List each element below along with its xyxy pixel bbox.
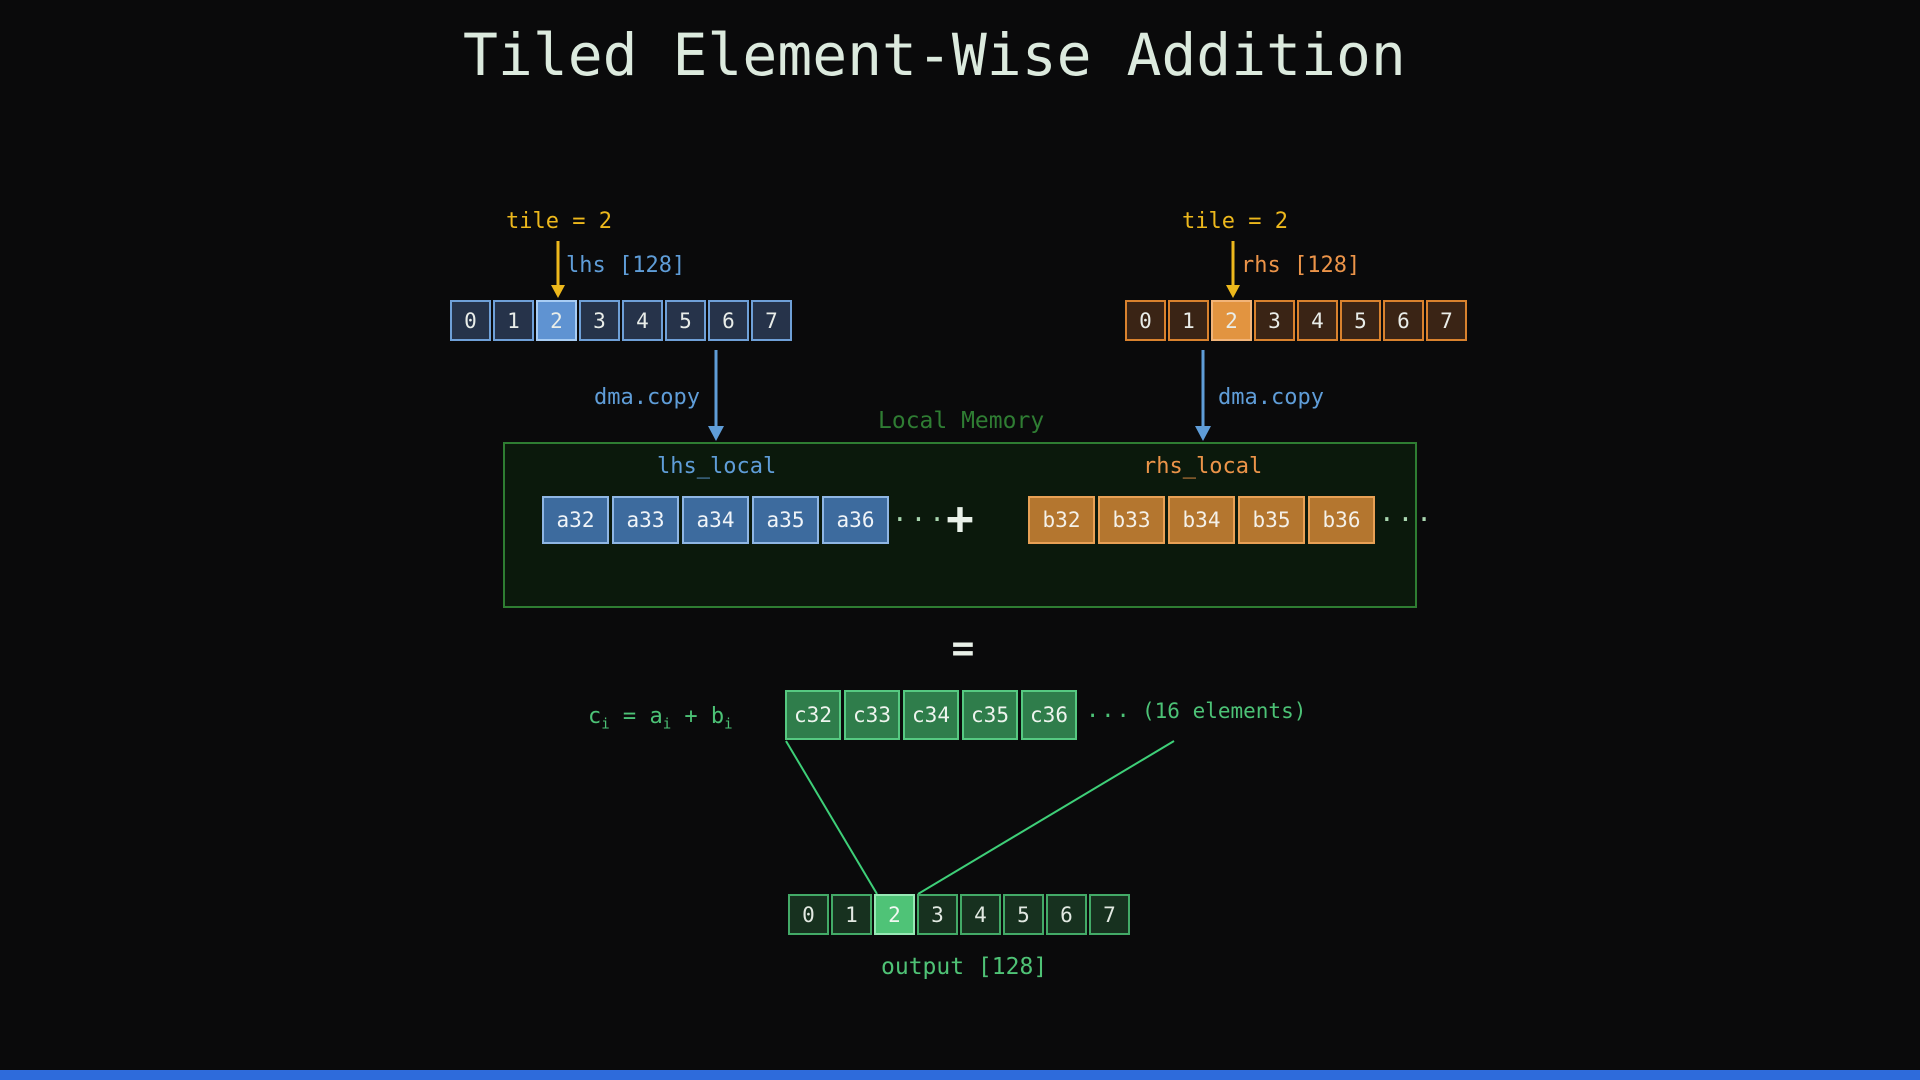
array-cell: 1 (1168, 300, 1209, 341)
array-cell: 5 (1003, 894, 1044, 935)
lhs-local-label: lhs_local (657, 454, 777, 479)
dma-copy-label-right: dma.copy (1218, 385, 1324, 410)
tile-arrow-right-icon (1226, 241, 1240, 298)
lhs-array-label: lhs [128] (566, 253, 686, 278)
lhs-local-ellipsis: ··· (892, 505, 948, 535)
array-cell: c34 (903, 690, 959, 740)
array-cell: b35 (1238, 496, 1305, 544)
array-cell: a36 (822, 496, 889, 544)
bottom-edge-bar (0, 1070, 1920, 1080)
expansion-lines (785, 740, 1175, 895)
rhs-array-label: rhs [128] (1241, 253, 1361, 278)
array-cell: c33 (844, 690, 900, 740)
array-cell: a35 (752, 496, 819, 544)
dma-arrow-right-icon (1195, 350, 1211, 441)
array-cell: 5 (1340, 300, 1381, 341)
array-cell: 7 (751, 300, 792, 341)
tile-label-left: tile = 2 (506, 209, 612, 234)
array-cell: 2 (1211, 300, 1252, 341)
array-cell: 4 (1297, 300, 1338, 341)
array-cell: b32 (1028, 496, 1095, 544)
array-cell: 1 (493, 300, 534, 341)
array-cell: 6 (1383, 300, 1424, 341)
output-label: output [128] (881, 954, 1048, 980)
dma-copy-label-left: dma.copy (594, 385, 700, 410)
array-cell: 4 (622, 300, 663, 341)
array-cell: b33 (1098, 496, 1165, 544)
plus-operator: + (946, 491, 974, 545)
array-cell: 3 (1254, 300, 1295, 341)
tile-arrow-left-icon (551, 241, 565, 298)
array-cell: 0 (788, 894, 829, 935)
rhs-local-ellipsis: ··· (1379, 505, 1435, 535)
array-cell: c36 (1021, 690, 1077, 740)
tile-label-right: tile = 2 (1182, 209, 1288, 234)
array-cell: 1 (831, 894, 872, 935)
array-cell: c35 (962, 690, 1018, 740)
equals-operator: = (951, 626, 975, 670)
array-cell: 7 (1089, 894, 1130, 935)
page-title: Tiled Element-Wise Addition (463, 21, 1406, 89)
array-cell: 3 (917, 894, 958, 935)
array-cell: 3 (579, 300, 620, 341)
array-cell: 4 (960, 894, 1001, 935)
array-cell: 6 (1046, 894, 1087, 935)
array-cell: 0 (450, 300, 491, 341)
array-cell: a34 (682, 496, 749, 544)
result-ellipsis: ... (1086, 698, 1132, 723)
array-cell: 7 (1426, 300, 1467, 341)
rhs-local-label: rhs_local (1143, 454, 1263, 479)
array-cell: 0 (1125, 300, 1166, 341)
array-cell: 2 (536, 300, 577, 341)
array-cell: a32 (542, 496, 609, 544)
dma-arrow-left-icon (708, 350, 724, 441)
array-cell: 5 (665, 300, 706, 341)
array-cell: 2 (874, 894, 915, 935)
element-count-note: (16 elements) (1142, 699, 1307, 723)
array-cell: b36 (1308, 496, 1375, 544)
array-cell: b34 (1168, 496, 1235, 544)
array-cell: c32 (785, 690, 841, 740)
elementwise-formula: ci = ai + bi (588, 704, 733, 733)
array-cell: a33 (612, 496, 679, 544)
local-memory-title: Local Memory (878, 408, 1045, 434)
array-cell: 6 (708, 300, 749, 341)
